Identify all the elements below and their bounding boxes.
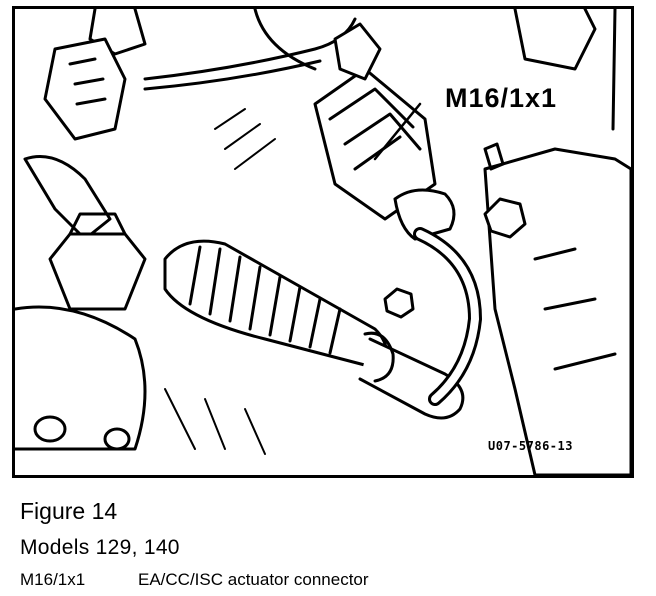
image-code: U07-5786-13 <box>488 439 573 453</box>
wiring-hose-inner <box>416 230 479 403</box>
left-round-part <box>15 305 147 451</box>
legend-ref: M16/1x1 <box>20 570 86 589</box>
models-line: Models 129, 140 <box>20 536 180 559</box>
legend-description: EA/CC/ISC actuator connector <box>138 570 369 589</box>
connector-detail <box>328 87 422 171</box>
top-right-bracket <box>513 9 597 71</box>
connector-boot <box>393 188 456 241</box>
upper-left-linkage <box>23 155 112 241</box>
figure-frame: M16/1x1 U07-5786-13 <box>12 6 634 478</box>
left-bolt-heads <box>33 415 131 451</box>
legend-row: M16/1x1 EA/CC/ISC actuator connector <box>20 570 369 590</box>
right-bolt <box>483 197 527 239</box>
shading-lines <box>164 108 276 455</box>
upper-cable-2 <box>143 59 322 91</box>
upper-cable-3 <box>253 9 317 71</box>
callout-label: M16/1x1 <box>445 83 558 113</box>
top-right-edge <box>611 9 617 131</box>
upper-left-bracket <box>88 9 147 56</box>
engine-illustration <box>15 9 631 475</box>
upper-cable-1 <box>143 17 357 81</box>
right-housing <box>483 147 631 475</box>
hex-nut-left <box>48 232 147 311</box>
connector-latch <box>333 22 382 81</box>
center-bolt <box>383 287 415 319</box>
actuator-collar <box>363 331 395 383</box>
bellows-ribs <box>188 245 342 355</box>
right-housing-edges <box>533 247 617 371</box>
right-stud <box>483 142 505 171</box>
upper-left-block <box>43 37 127 141</box>
upper-left-slots <box>68 57 107 106</box>
hex-nut-left-top <box>68 212 127 236</box>
figure-title: Figure 14 <box>20 498 118 524</box>
callout-leader <box>373 102 422 161</box>
